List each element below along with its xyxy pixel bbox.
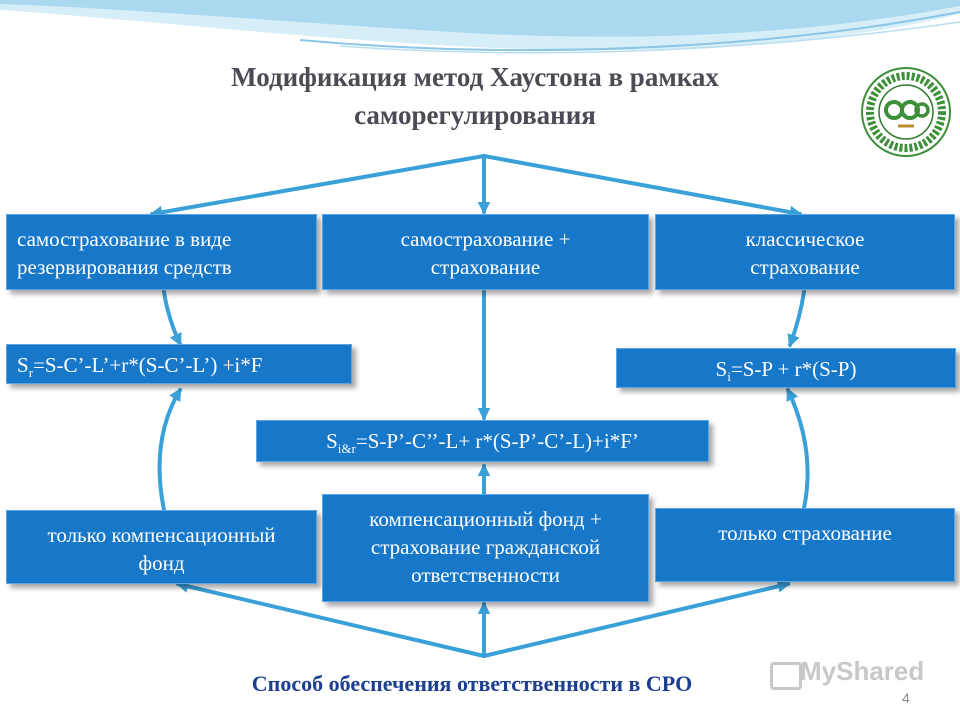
box-line: компенсационный фонд + xyxy=(369,507,602,531)
formula-symbol: S xyxy=(715,357,728,381)
box-insurance-only: только страхование xyxy=(655,508,955,582)
box-line: самострахование в виде xyxy=(17,227,232,251)
slide-title: Модификация метод Хаустона в рамках само… xyxy=(150,58,800,134)
background-wave xyxy=(0,0,960,54)
arrow-left-bottom-to-formula xyxy=(157,387,182,512)
arrow-footer-to-left xyxy=(175,580,486,658)
arrow-right-bottom-to-formula xyxy=(786,387,810,510)
formula-sr: Sr=S-C’-L’+r*(S-C’-L’) +i*F xyxy=(6,344,352,384)
arrow-right-box-to-formula xyxy=(787,290,806,348)
box-self-insurance-plus-insurance: самострахование + страхование xyxy=(322,214,649,290)
watermark-text: MyShared xyxy=(800,656,925,686)
title-line-1: Модификация метод Хаустона в рамках xyxy=(231,62,719,92)
box-line: только компенсационный xyxy=(47,523,276,547)
formula-subscript: i&r xyxy=(337,441,356,457)
formula-expression: =S-P’-C’’-L+ r*(S-P’-C’-L)+i*F’ xyxy=(355,429,639,453)
box-classic-insurance: классическое страхование xyxy=(655,214,955,290)
formula-expression: =S-P + r*(S-P) xyxy=(730,357,857,381)
watermark-icon xyxy=(770,662,802,690)
box-line: страхование xyxy=(430,255,541,279)
box-compensation-fund-only: только компенсационный фонд xyxy=(6,510,317,584)
box-line: самострахование + xyxy=(400,227,571,251)
title-line-2: саморегулирования xyxy=(354,100,596,130)
arrow-title-to-left xyxy=(149,154,486,219)
box-line: резервирования средств xyxy=(17,255,232,279)
formula-expression: =S-C’-L’+r*(S-C’-L’) +i*F xyxy=(33,353,263,377)
box-line: классическое xyxy=(745,227,865,251)
formula-subscript: i xyxy=(727,369,731,385)
page-number: 4 xyxy=(902,690,910,706)
formula-si: Si=S-P + r*(S-P) xyxy=(616,348,956,388)
formula-symbol: S xyxy=(326,429,338,453)
box-line: только страхование xyxy=(718,521,892,545)
footer-caption: Способ обеспечения ответственности в СРО xyxy=(251,671,693,696)
box-self-insurance-reserve: самострахование в виде резервирования ср… xyxy=(6,214,317,290)
box-line: страхование xyxy=(750,255,860,279)
box-line: страхование гражданской xyxy=(370,535,601,559)
formula-sir: Si&r=S-P’-C’’-L+ r*(S-P’-C’-L)+i*F’ xyxy=(256,420,709,462)
box-line: фонд xyxy=(138,551,185,575)
organization-logo xyxy=(861,67,951,157)
box-compensation-fund-plus-liability: компенсационный фонд + страхование гражд… xyxy=(322,494,649,602)
box-line: ответственности xyxy=(411,563,560,587)
formula-symbol: S xyxy=(17,353,29,377)
arrow-left-box-to-formula xyxy=(162,290,182,347)
arrow-footer-to-right xyxy=(482,580,791,658)
arrow-title-to-right xyxy=(482,154,803,219)
formula-subscript: r xyxy=(28,365,34,381)
